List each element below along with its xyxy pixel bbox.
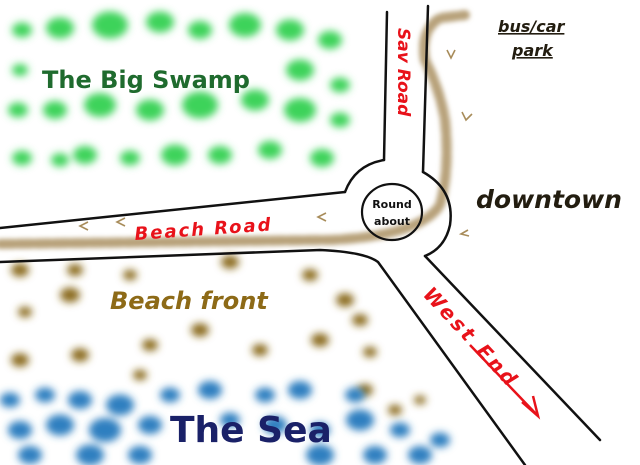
beach-dot — [336, 293, 354, 307]
swamp-dot — [258, 141, 282, 159]
beach-dot — [302, 269, 318, 281]
beach-dot — [142, 339, 158, 351]
swamp-dot — [146, 11, 174, 33]
parking-label-line1: bus/car — [498, 17, 565, 36]
sea-dot — [390, 422, 410, 438]
beach-dot — [71, 348, 89, 362]
road-outlines — [0, 4, 602, 465]
beach-dot — [11, 353, 29, 367]
swamp-label: The Big Swamp — [42, 66, 250, 94]
swamp-dot — [136, 99, 164, 121]
swamp-dot — [330, 77, 350, 93]
sea-dot — [263, 416, 287, 434]
roundabout-label-line2: about — [374, 215, 410, 228]
downtown-label: downtown — [476, 185, 622, 214]
sea-label: The Sea — [170, 410, 332, 451]
sea-dot — [0, 392, 20, 408]
path-arrows — [78, 49, 473, 237]
swamp-dot — [46, 17, 74, 39]
sea-dot — [128, 446, 152, 464]
swamp-dot — [276, 19, 304, 41]
sea-dot — [345, 387, 365, 403]
beach-dot — [67, 264, 83, 276]
swamp-dot — [73, 146, 97, 164]
sea-dot — [106, 394, 134, 416]
beach-dot — [60, 287, 80, 303]
sea-dot — [89, 418, 121, 442]
swamp-dot — [284, 98, 316, 122]
swamp-dot — [12, 22, 32, 38]
swamp-dot — [208, 146, 232, 164]
swamp-dot — [330, 112, 350, 128]
beach-dot — [18, 306, 32, 318]
swamp-dot — [286, 59, 314, 81]
sea-dot — [310, 422, 330, 438]
beach-dot — [311, 333, 329, 347]
swamp-dot — [188, 21, 212, 39]
swamp-dot — [84, 93, 116, 117]
west-end-arrow — [469, 344, 541, 420]
sea-dot — [68, 391, 92, 409]
beach-dot — [252, 344, 268, 356]
beach-dot — [221, 255, 239, 269]
sea-dot — [160, 387, 180, 403]
west-end-label: West End — [418, 282, 524, 393]
beach-dot — [363, 346, 377, 358]
swamp-dot — [12, 64, 28, 76]
swamp-dot — [241, 89, 269, 111]
sea-dot — [18, 446, 42, 464]
sea-dot — [255, 387, 275, 403]
beach-dot — [388, 404, 402, 416]
sea-dot — [76, 444, 104, 465]
sea-dot — [46, 414, 74, 436]
swamp-dot — [92, 11, 128, 39]
swamp-dot — [182, 91, 218, 119]
roundabout-label-line1: Round — [372, 198, 412, 211]
swamp-area — [8, 11, 350, 167]
swamp-dot — [8, 102, 28, 118]
sea-dot — [138, 416, 162, 434]
sea-dot — [198, 381, 222, 399]
swamp-dot — [229, 13, 261, 37]
beach-dot — [123, 269, 137, 281]
beach-dot — [352, 314, 368, 326]
beach-dot — [133, 369, 147, 381]
beach-front-label: Beach front — [110, 287, 269, 315]
roundabout-island — [360, 182, 424, 242]
sea-dot — [430, 432, 450, 448]
swamp-dot — [310, 149, 334, 167]
sea-dot — [363, 446, 387, 464]
swamp-dot — [43, 101, 67, 119]
sea-dot — [220, 412, 240, 428]
sea-dot — [408, 446, 432, 464]
beach-dot — [11, 263, 29, 277]
sea-dot — [288, 381, 312, 399]
walking-path — [0, 10, 470, 249]
beach-dot — [191, 323, 209, 337]
sea-area — [0, 381, 450, 465]
sea-dot — [35, 387, 55, 403]
sea-dot — [346, 409, 374, 431]
swamp-dot — [161, 144, 189, 166]
swamp-dot — [12, 150, 32, 166]
swamp-dot — [120, 150, 140, 166]
swamp-dot — [318, 31, 342, 49]
swamp-dot — [51, 153, 69, 167]
sav-road-label: Sav Road — [393, 28, 413, 117]
sea-dot — [8, 421, 32, 439]
beach-dot — [414, 395, 426, 405]
sea-dot — [306, 444, 334, 465]
parking-label-line2: park — [511, 41, 554, 60]
